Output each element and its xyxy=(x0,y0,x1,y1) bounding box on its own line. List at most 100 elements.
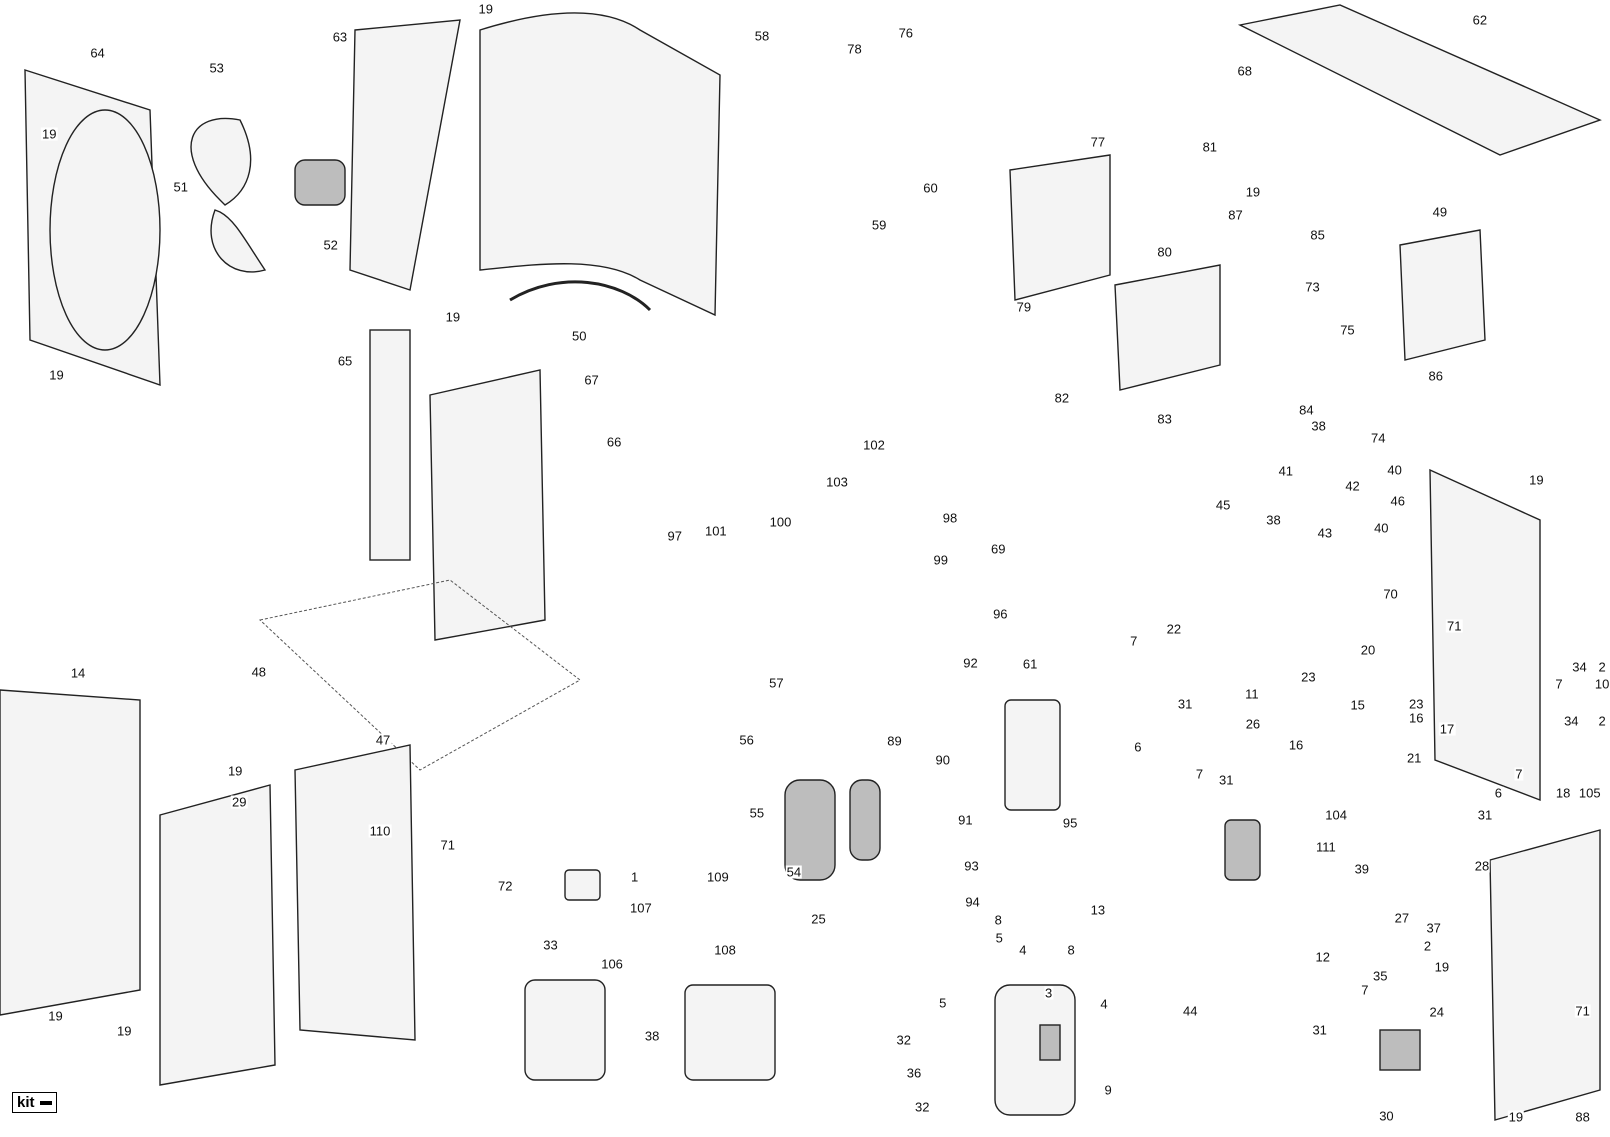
callout-part-number: 59 xyxy=(870,217,888,233)
callout-part-number: 63 xyxy=(331,29,349,45)
kit-label: kit xyxy=(17,1094,35,1111)
callout-part-number: 81 xyxy=(1201,139,1219,155)
callout-part-number: 17 xyxy=(1438,721,1456,737)
callout-part-number: 79 xyxy=(1015,299,1033,315)
callout-part-number: 8 xyxy=(993,912,1003,928)
callout-part-number: 77 xyxy=(1089,134,1107,150)
callout-part-number: 76 xyxy=(897,25,915,41)
callout-part-number: 71 xyxy=(1445,618,1463,634)
callout-part-number: 94 xyxy=(964,894,981,910)
callout-part-number: 2 xyxy=(1597,713,1607,729)
callout-part-number: 72 xyxy=(497,878,514,894)
callout-part-number: 19 xyxy=(48,367,65,383)
callout-part-number: 14 xyxy=(69,665,87,681)
expansion-vessel-9 xyxy=(994,984,1076,1116)
callout-part-number: 19 xyxy=(1244,184,1262,200)
callout-part-number: 18 xyxy=(1554,785,1572,801)
callout-part-number: 19 xyxy=(226,763,244,779)
callout-part-number: 42 xyxy=(1344,478,1361,494)
callout-part-number: 70 xyxy=(1382,586,1399,602)
filter-26 xyxy=(1224,819,1261,881)
callout-part-number: 52 xyxy=(322,237,339,253)
callout-part-number: 7 xyxy=(1194,766,1205,782)
callout-part-number: 49 xyxy=(1431,204,1449,220)
callout-part-number: 31 xyxy=(1476,807,1494,823)
callout-part-number: 19 xyxy=(116,1023,133,1039)
callout-part-number: 102 xyxy=(862,437,886,453)
callout-part-number: 85 xyxy=(1309,227,1326,243)
pipe-50 xyxy=(509,280,652,312)
front-panel-72 xyxy=(294,744,416,1041)
callout-part-number: 7 xyxy=(1360,982,1370,998)
top-cover-62 xyxy=(1237,4,1602,156)
callout-part-number: 75 xyxy=(1339,322,1356,338)
electrical-box-77 xyxy=(1009,154,1111,301)
callout-part-number: 19 xyxy=(444,309,462,325)
callout-part-number: 58 xyxy=(753,28,771,44)
fan-blade-53 xyxy=(190,117,267,273)
callout-part-number: 5 xyxy=(938,995,948,1011)
callout-part-number: 19 xyxy=(1528,472,1545,488)
partition-67 xyxy=(429,369,546,641)
callout-part-number: 43 xyxy=(1316,525,1334,541)
callout-part-number: 21 xyxy=(1405,750,1423,766)
callout-part-number: 47 xyxy=(374,732,392,748)
callout-part-number: 104 xyxy=(1324,807,1348,823)
callout-part-number: 27 xyxy=(1393,910,1411,926)
control-box-82 xyxy=(1114,264,1221,391)
remote-1 xyxy=(564,869,601,901)
callout-part-number: 89 xyxy=(886,733,903,749)
callout-part-number: 22 xyxy=(1165,621,1183,637)
callout-part-number: 7 xyxy=(1554,676,1564,692)
callout-part-number: 19 xyxy=(1433,959,1451,975)
callout-part-number: 100 xyxy=(768,514,793,530)
heat-exchanger-58 xyxy=(479,12,721,317)
callout-part-number: 41 xyxy=(1277,463,1295,479)
callout-part-number: 107 xyxy=(628,900,653,916)
callout-part-number: 6 xyxy=(1493,785,1504,801)
callout-part-number: 46 xyxy=(1389,493,1406,509)
callout-part-number: 92 xyxy=(962,655,979,671)
callout-part-number: 16 xyxy=(1407,710,1425,726)
callout-part-number: 38 xyxy=(643,1028,661,1044)
callout-part-number: 50 xyxy=(570,328,588,344)
callout-part-number: 8 xyxy=(1066,942,1076,958)
grille-14 xyxy=(0,689,141,1016)
callout-part-number: 32 xyxy=(914,1099,931,1115)
callout-part-number: 1 xyxy=(630,869,640,885)
callout-part-number: 71 xyxy=(439,837,456,853)
rear-panel-88 xyxy=(1489,829,1601,1121)
callout-part-number: 44 xyxy=(1182,1003,1199,1019)
callout-part-number: 25 xyxy=(810,911,827,927)
callout-part-number: 66 xyxy=(605,434,623,450)
callout-part-number: 57 xyxy=(768,675,785,691)
callout-part-number: 103 xyxy=(825,474,849,490)
callout-part-number: 7 xyxy=(1129,633,1139,649)
callout-part-number: 2 xyxy=(1422,938,1433,954)
callout-part-number: 30 xyxy=(1378,1108,1395,1124)
callout-part-number: 40 xyxy=(1373,520,1390,536)
callout-part-number: 31 xyxy=(1311,1022,1328,1038)
callout-part-number: 67 xyxy=(583,372,600,388)
callout-part-number: 10 xyxy=(1593,676,1610,692)
callout-part-number: 80 xyxy=(1156,244,1173,260)
callout-part-number: 78 xyxy=(846,41,863,57)
callout-part-number: 71 xyxy=(1574,1003,1591,1019)
callout-part-number: 23 xyxy=(1300,669,1317,685)
callout-part-number: 51 xyxy=(172,179,189,195)
callout-part-number: 61 xyxy=(1021,656,1039,672)
fan-motor-52 xyxy=(294,159,346,206)
callout-part-number: 4 xyxy=(1018,942,1028,958)
callout-part-number: 110 xyxy=(368,823,392,839)
callout-part-number: 33 xyxy=(542,937,559,953)
callout-part-number: 108 xyxy=(713,942,737,958)
callout-part-number: 74 xyxy=(1369,430,1387,446)
callout-part-number: 56 xyxy=(738,732,755,748)
callout-part-number: 15 xyxy=(1349,697,1366,713)
callout-part-number: 32 xyxy=(895,1032,912,1048)
callout-part-number: 96 xyxy=(992,606,1009,622)
kit-legend: kit xyxy=(12,1092,57,1113)
callout-part-number: 93 xyxy=(963,858,980,874)
